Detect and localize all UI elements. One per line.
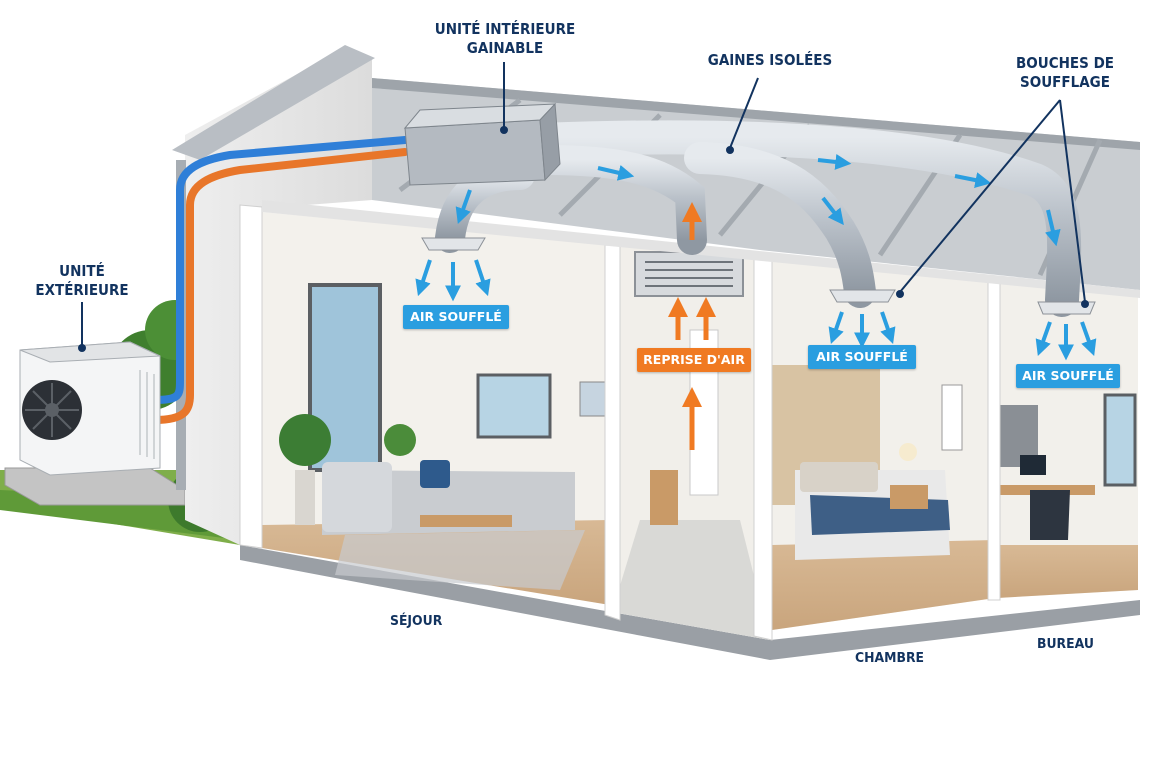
indoor-unit-label-line1: UNITÉ INTÉRIEURE xyxy=(434,20,576,38)
vents-label: BOUCHES DE SOUFFLAGE xyxy=(993,54,1137,92)
indoor-unit-label: UNITÉ INTÉRIEURE GAINABLE xyxy=(411,20,600,58)
vents-label-line1: BOUCHES DE xyxy=(1015,54,1115,72)
room-bureau-interior xyxy=(997,280,1138,598)
leader-lines xyxy=(78,62,1089,352)
supply-air-badge-bureau: AIR SOUFFLÉ xyxy=(1016,364,1120,388)
supply-air-badge-chambre: AIR SOUFFLÉ xyxy=(808,345,916,369)
outdoor-unit-label: UNITÉ EXTÉRIEURE xyxy=(26,262,138,300)
return-air-grille xyxy=(634,251,744,297)
indoor-unit-label-line2: GAINABLE xyxy=(466,39,544,57)
supply-diffusers xyxy=(421,237,1096,315)
outdoor-slab xyxy=(4,467,186,506)
return-air-arrows xyxy=(668,202,716,450)
partition-walls xyxy=(239,204,1001,641)
outdoor-unit xyxy=(19,341,161,476)
room-label-bureau: BUREAU xyxy=(1037,636,1094,652)
room-label-chambre: CHAMBRE xyxy=(855,650,924,666)
duct-airflow-arrows xyxy=(455,153,1061,247)
outdoor-unit-label-line1: UNITÉ xyxy=(59,262,105,280)
room-sejour-interior xyxy=(262,212,610,605)
outdoor-unit-label-line2: EXTÉRIEURE xyxy=(35,281,129,299)
supply-air-badge-sejour: AIR SOUFFLÉ xyxy=(403,305,509,329)
indoor-unit-box xyxy=(403,102,561,186)
vents-label-line2: SOUFFLAGE xyxy=(1020,73,1110,91)
return-air-badge: REPRISE D'AIR xyxy=(637,348,751,372)
room-label-sejour: SÉJOUR xyxy=(390,613,443,629)
supply-air-arrows xyxy=(415,259,1097,361)
refrigerant-pipes xyxy=(151,136,409,424)
insulated-ducts-label: GAINES ISOLÉES xyxy=(707,51,833,69)
